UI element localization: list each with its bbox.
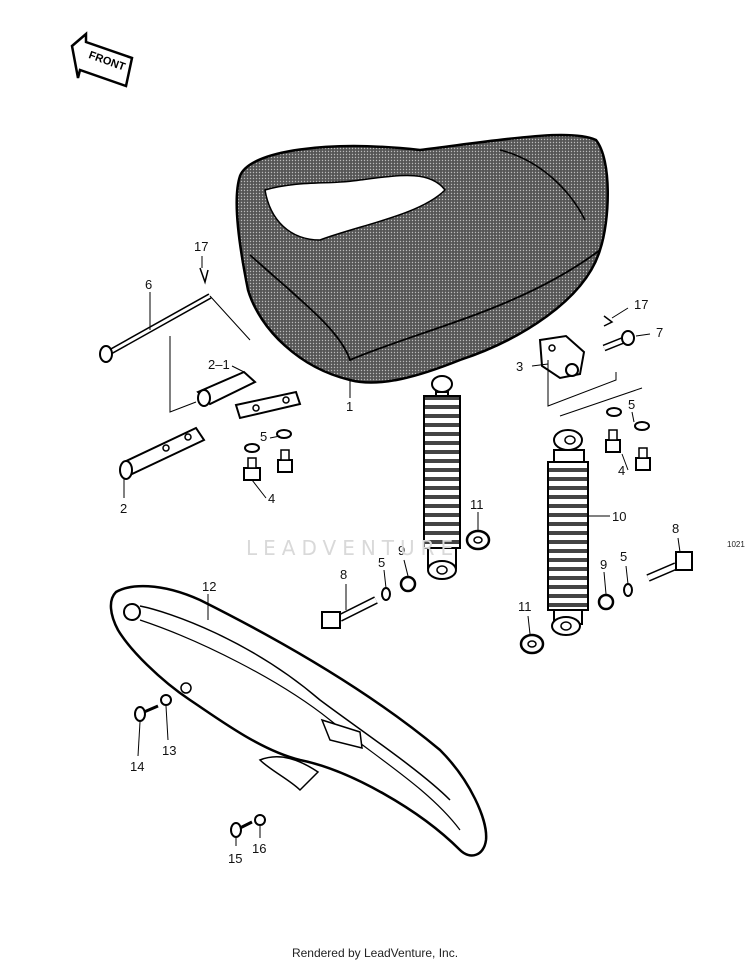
callout-13: 13 (162, 743, 177, 758)
callout-8: 8 (672, 521, 680, 536)
chain-guard (109, 584, 488, 857)
callout-9: 9 (398, 543, 406, 558)
callout-5: 5 (260, 429, 268, 444)
callout-11: 11 (470, 497, 484, 512)
bolt-icon (243, 429, 293, 481)
cotter-pin-icon (603, 315, 614, 327)
diagram-code: 1021 (727, 540, 745, 549)
shock-absorber-left (423, 375, 461, 580)
callout-10: 10 (612, 509, 627, 524)
callout-15: 15 (228, 851, 243, 866)
watermark: LEADVENTURE (246, 536, 460, 560)
seat-bracket (196, 370, 302, 420)
leader-lines (123, 256, 681, 846)
washer-icon (381, 575, 633, 611)
washer-icon (160, 694, 266, 826)
footer-credit: Rendered by LeadVenture, Inc. (291, 946, 459, 960)
callout-1: 1 (346, 399, 354, 414)
callout-14: 14 (130, 759, 145, 774)
seat-hinge (119, 426, 206, 480)
callout-5: 5 (620, 549, 628, 564)
shock-absorber-right (547, 429, 589, 636)
bolt-icon (602, 330, 635, 352)
callout-5: 5 (628, 397, 636, 412)
callout-2: 2 (120, 501, 128, 516)
callout-3: 3 (516, 359, 524, 374)
callout-12: 12 (202, 579, 217, 594)
cotter-pin-icon (199, 267, 209, 285)
bolt-icon (321, 551, 693, 629)
callout-6: 6 (145, 277, 153, 292)
hinge-pin (99, 293, 212, 363)
callout-5: 5 (378, 555, 386, 570)
collar-icon (465, 529, 545, 655)
callout-9: 9 (600, 557, 608, 572)
callout-4: 4 (268, 491, 276, 506)
callout-17: 17 (634, 297, 649, 312)
shock-bracket (538, 334, 586, 380)
screw-icon (134, 704, 253, 838)
callout-17: 17 (194, 239, 209, 254)
callout-4: 4 (618, 463, 626, 478)
callout-7: 7 (656, 325, 664, 340)
bolt-icon (605, 407, 651, 471)
callout-2-1: 2–1 (208, 357, 230, 372)
seat (235, 133, 609, 384)
callout-16: 16 (252, 841, 267, 856)
callout-8: 8 (340, 567, 348, 582)
callout-11: 11 (518, 599, 532, 614)
front-arrow-icon: FRONT (70, 31, 134, 88)
